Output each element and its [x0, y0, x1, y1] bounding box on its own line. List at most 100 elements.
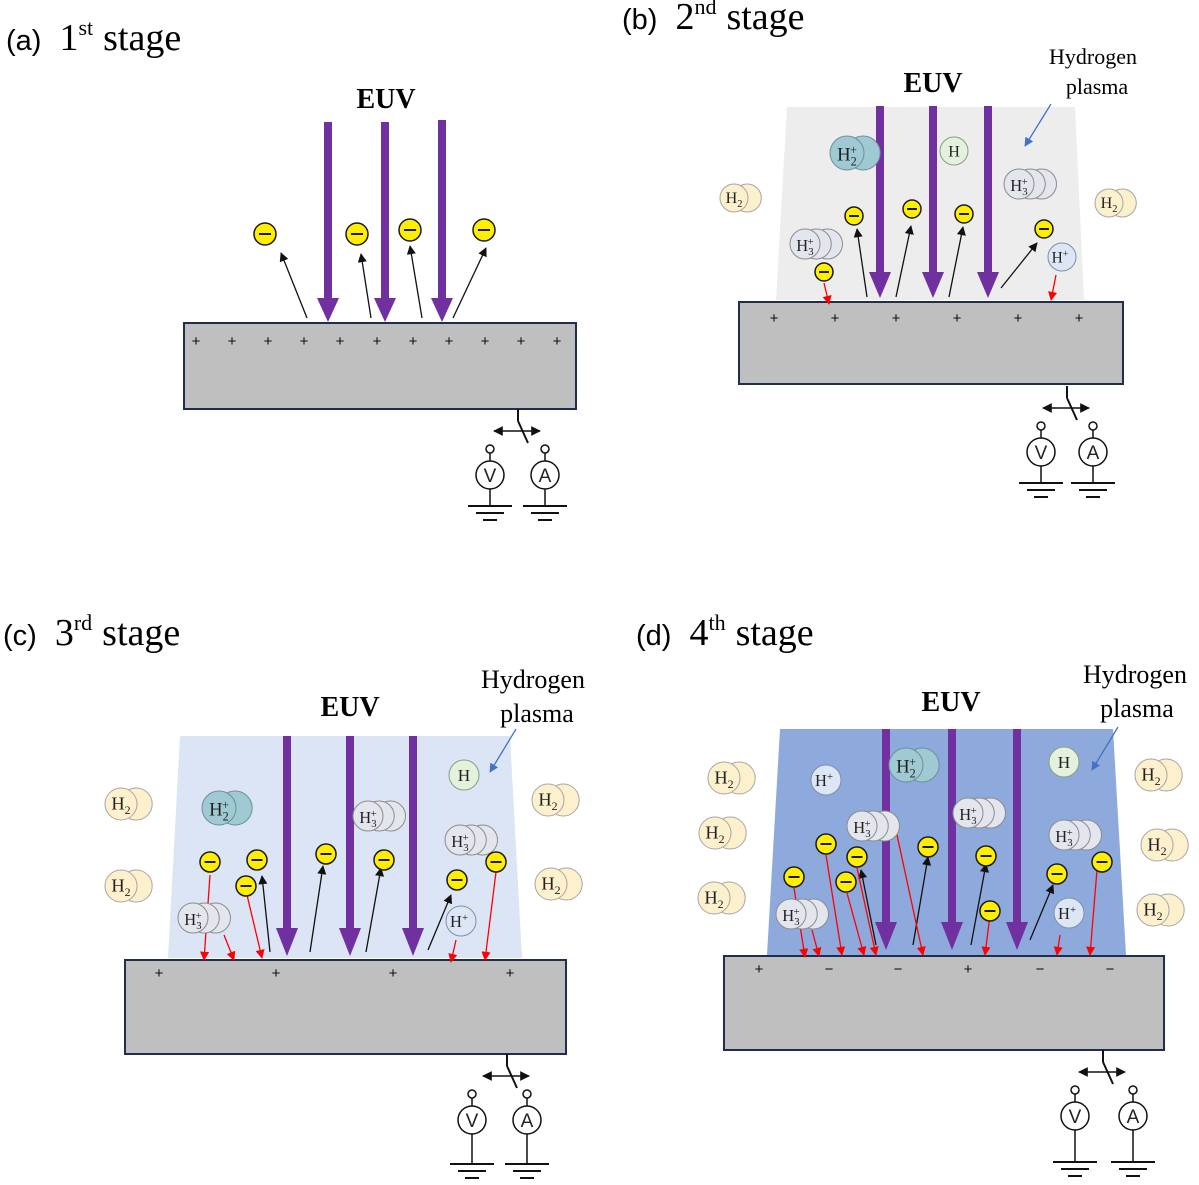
electron [446, 869, 468, 891]
plasma-label-d-1: Hydrogen [1083, 660, 1187, 689]
electron [199, 851, 221, 873]
svg-text:H2: H2 [1141, 765, 1160, 789]
svg-text:H2: H2 [726, 190, 743, 210]
svg-text:−: − [1036, 961, 1045, 978]
svg-text:+: + [264, 333, 273, 350]
svg-text:+: + [770, 310, 779, 327]
plus-charges-b: + + + + + + [770, 310, 1084, 327]
electron [315, 843, 337, 865]
euv-label-d: EUV [921, 687, 980, 718]
plasma-label-b-2: plasma [1066, 74, 1129, 99]
svg-text:H2+: H2+ [837, 143, 857, 168]
electron [1091, 851, 1113, 873]
svg-text:+: + [272, 965, 281, 982]
svg-text:H+: H+ [450, 912, 468, 931]
plasma-label-c-1: Hydrogen [481, 665, 585, 694]
svg-text:V: V [484, 466, 497, 487]
euv-label-c: EUV [320, 692, 379, 723]
svg-text:+: + [192, 333, 201, 350]
voltmeter: V [468, 444, 512, 521]
plus-charges-c: + + + + [155, 965, 515, 982]
h3-ion: H3+ [1048, 819, 1102, 851]
svg-text:H3+: H3+ [1010, 176, 1027, 198]
h2-molecule: H2 [1136, 893, 1185, 927]
h2-molecule: H2 [1134, 758, 1183, 792]
svg-text:H3+: H3+ [451, 832, 468, 854]
svg-text:+: + [506, 965, 515, 982]
black-arrows-c [258, 865, 453, 953]
plasma-label-d-2: plasma [1100, 694, 1174, 723]
electron [954, 204, 974, 224]
plasma-region-c [168, 736, 522, 958]
electron [235, 875, 257, 897]
h2-molecule: H2 [1094, 188, 1137, 218]
plasma-pointer-c [489, 728, 517, 773]
electrons-d [783, 833, 1113, 922]
plus-charges-a: + + + + + + + + + + + [192, 333, 562, 350]
h2-molecule: H2 [697, 881, 746, 915]
svg-text:+: + [1075, 310, 1084, 327]
h2-molecule: H2 [104, 869, 153, 903]
svg-text:A: A [1127, 1107, 1140, 1128]
electron [979, 900, 1001, 922]
h3-ion: H3+ [789, 228, 843, 260]
ammeter: A [505, 1089, 549, 1179]
svg-text:+: + [1014, 310, 1023, 327]
svg-text:+: + [228, 333, 237, 350]
h3-ion: H3+ [1003, 168, 1057, 200]
h-ion: H+ [1047, 242, 1077, 272]
plasma-label-b-1: Hydrogen [1049, 44, 1137, 69]
h2-ion: H2+ [201, 790, 253, 826]
svg-text:H2: H2 [541, 874, 560, 898]
h3-ion: H3+ [952, 797, 1006, 829]
voltmeter: V [450, 1089, 494, 1179]
voltmeter: V [1019, 421, 1063, 498]
svg-text:H: H [458, 766, 470, 785]
plasma-label-c-2: plasma [500, 699, 574, 728]
svg-text:H2+: H2+ [896, 755, 916, 780]
substrate-a [183, 322, 577, 410]
h-ion: H+ [1053, 897, 1085, 929]
svg-text:H: H [1058, 753, 1070, 772]
ammeter: A [1071, 421, 1115, 498]
h2-molecule: H2 [534, 867, 583, 901]
h2-molecule: H2 [698, 816, 747, 850]
molecules-b: H2 H2 H2+ H H3+ H3+ H+ [719, 135, 1137, 272]
electron [814, 262, 834, 282]
svg-text:H: H [948, 144, 960, 161]
h3-ion: H3+ [846, 810, 900, 842]
electrons-c [199, 843, 507, 897]
svg-text:V: V [1035, 443, 1048, 464]
svg-text:+: + [481, 333, 490, 350]
h3-ion: H3+ [352, 800, 406, 832]
svg-text:V: V [1069, 1107, 1082, 1128]
ammeter: A [1111, 1085, 1155, 1177]
svg-text:+: + [964, 961, 973, 978]
h3-ion: H3+ [775, 898, 829, 930]
svg-text:H3+: H3+ [959, 805, 976, 827]
svg-text:H2: H2 [1147, 835, 1166, 859]
electrons-b [814, 199, 1054, 282]
svg-text:+: + [953, 310, 962, 327]
svg-text:H2: H2 [111, 794, 130, 818]
substrate-c [124, 959, 567, 1055]
euv-arrows-a [317, 120, 453, 322]
svg-text:H2: H2 [714, 768, 733, 792]
ammeter: A [523, 444, 567, 521]
svg-text:H2+: H2+ [209, 798, 229, 823]
svg-text:+: + [755, 961, 764, 978]
svg-text:V: V [466, 1111, 479, 1132]
euv-label-a: EUV [356, 84, 415, 115]
electron [373, 849, 395, 871]
electron [1046, 863, 1068, 885]
plasma-pointer-d [1091, 726, 1119, 771]
svg-text:A: A [539, 466, 552, 487]
